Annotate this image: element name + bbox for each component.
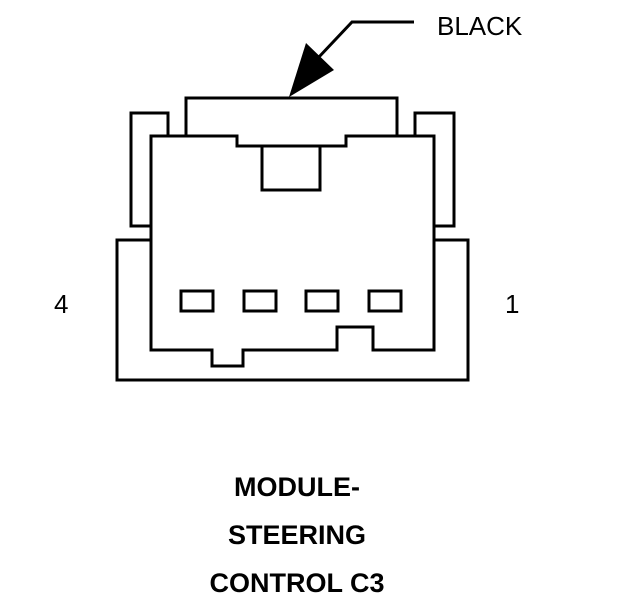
terminal-cavity-1: [367, 289, 403, 313]
connector-title: MODULE- STEERING CONTROL C3: [209, 472, 384, 598]
right-latch-bracket: [413, 111, 456, 228]
connector-face: [115, 96, 470, 382]
outer-shroud: [115, 238, 470, 382]
terminal-cavity-4: [179, 289, 215, 313]
top-lock-tab: [184, 96, 399, 136]
callout-label: BLACK: [437, 11, 523, 41]
callout-arrowhead: [289, 43, 334, 97]
inner-housing: [149, 134, 436, 368]
left-latch-bracket: [129, 111, 170, 228]
callout-leader-line: [316, 20, 414, 60]
terminal-cavity-2: [304, 289, 340, 313]
color-callout: BLACK: [289, 11, 523, 97]
title-line-1: MODULE-: [234, 472, 360, 502]
terminal-cavity-3: [242, 289, 278, 313]
title-line-3: CONTROL C3: [209, 568, 384, 598]
pin-number-left: 4: [54, 289, 68, 319]
title-line-2: STEERING: [228, 520, 366, 550]
pin-number-right: 1: [505, 289, 519, 319]
